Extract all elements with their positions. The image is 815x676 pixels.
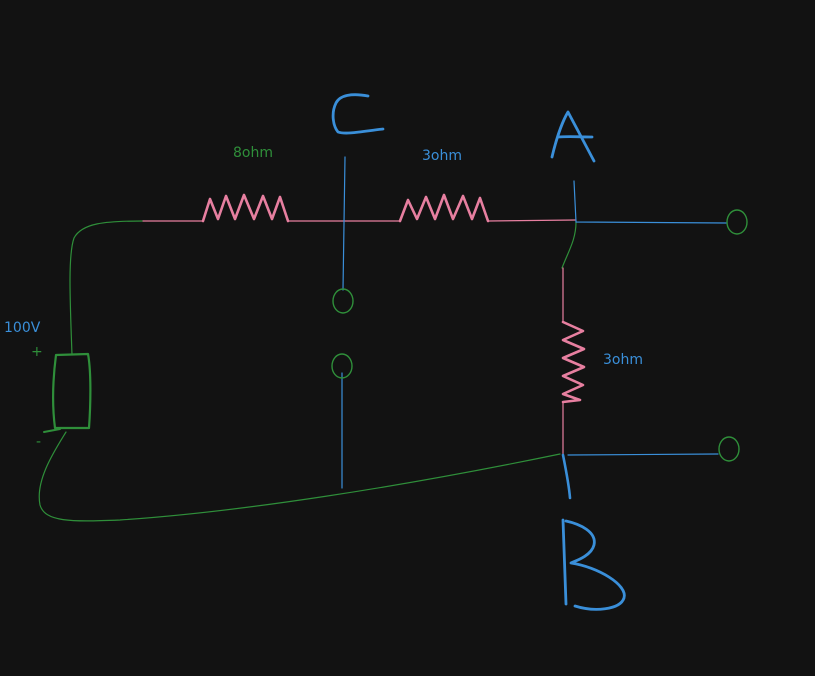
node-c-glyph <box>331 93 385 135</box>
source-voltage-label: 100V <box>4 320 41 336</box>
resistor-r1-zigzag <box>201 193 290 223</box>
resistor-r1-label: 8ohm <box>233 145 273 161</box>
blue-wires <box>341 156 727 500</box>
terminal-c-lower <box>331 353 353 379</box>
source-minus-label: - <box>36 434 41 450</box>
terminal-c-upper <box>332 288 354 314</box>
wire-b-terminal <box>567 453 719 456</box>
terminal-b <box>718 436 740 462</box>
wire-a-terminal <box>573 180 727 224</box>
pink-wires <box>142 219 577 456</box>
wire-a-down <box>561 221 577 269</box>
wire-b-tick <box>561 453 572 500</box>
wire-source-top <box>69 220 144 356</box>
wire-top-right <box>487 219 577 222</box>
wire-c-upper <box>342 156 346 291</box>
resistor-r3-label: 3ohm <box>603 352 643 368</box>
source-wires <box>38 220 577 522</box>
resistor-r3-zigzag <box>561 320 586 404</box>
source-plus-label: + <box>31 344 43 360</box>
node-b-glyph <box>561 518 626 611</box>
battery-minus-tick <box>43 428 61 433</box>
node-a-glyph <box>550 110 596 163</box>
terminal-a <box>726 209 748 235</box>
battery-body <box>52 352 92 430</box>
battery <box>43 352 92 433</box>
resistor-r2-label: 3ohm <box>422 148 462 164</box>
terminals <box>331 209 748 462</box>
node-letter-shapes <box>331 93 626 611</box>
resistor-r2-zigzag <box>398 193 490 223</box>
resistor-r1 <box>201 193 290 223</box>
resistor-r3 <box>561 320 586 404</box>
wire-bottom-return <box>38 431 561 522</box>
resistor-r2 <box>398 193 490 223</box>
